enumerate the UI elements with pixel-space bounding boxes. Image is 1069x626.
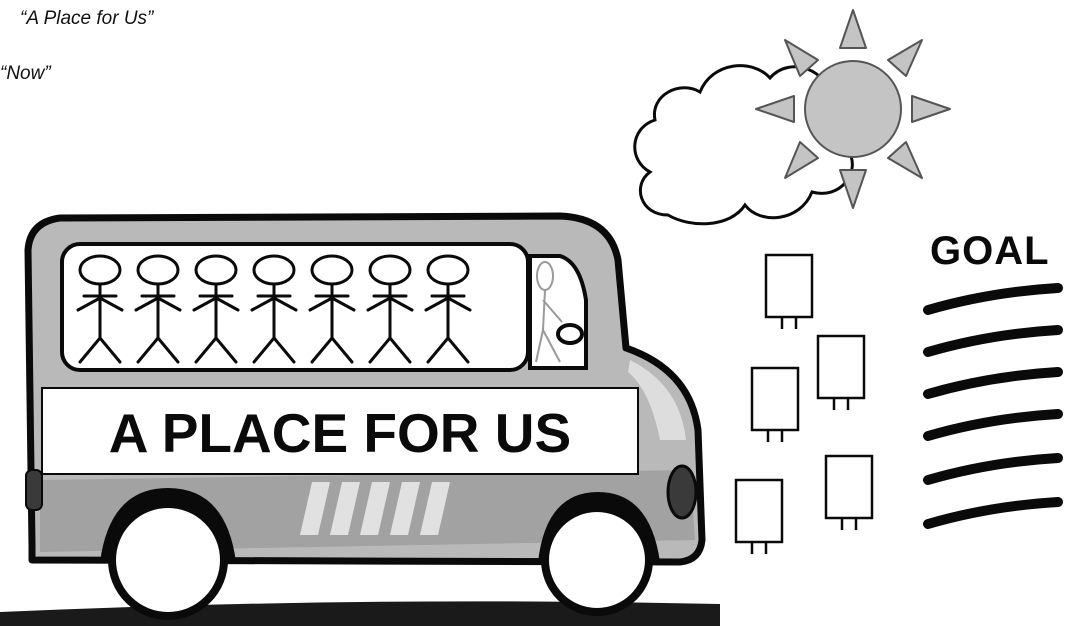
goal-stripe: [928, 502, 1058, 524]
rear-wheel: [112, 504, 224, 616]
goal-stripe: [928, 458, 1058, 480]
signs-group: [736, 255, 872, 554]
goal-stripe: [928, 372, 1058, 394]
goal-label: GOAL: [930, 229, 1050, 273]
goal-stripe: [928, 330, 1058, 352]
sign-icon: [766, 255, 812, 329]
goal-stripe: [928, 414, 1058, 436]
sign-icon: [736, 480, 782, 554]
goal-stripes-icon: [928, 288, 1058, 524]
steering-wheel: [558, 325, 582, 343]
bus-icon: A PLACE FOR US: [26, 216, 702, 616]
sun-icon: [756, 10, 950, 208]
sign-icon: [818, 336, 864, 410]
goal-stripe: [928, 288, 1058, 310]
sign-icon: [752, 368, 798, 442]
sign-icon: [826, 456, 872, 530]
bus-banner-text: A PLACE FOR US: [109, 402, 571, 464]
front-wheel: [545, 508, 649, 612]
